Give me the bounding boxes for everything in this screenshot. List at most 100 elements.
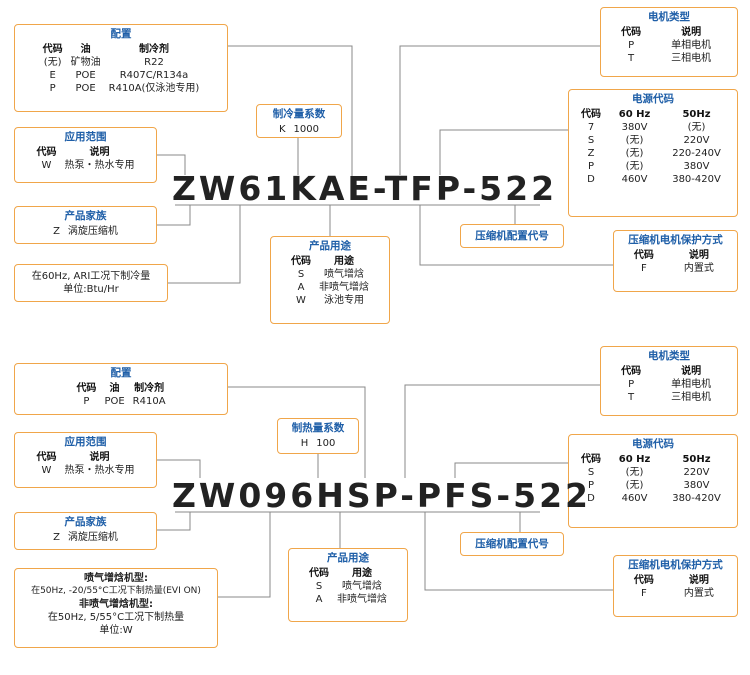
capacity-note-box: 在60Hz, ARI工况下制冷量 单位:Btu/Hr: [14, 264, 168, 302]
model-seg-family: ZW: [172, 476, 239, 515]
line-motor-type: [399, 45, 600, 175]
motor-type-title-2: 电机类型: [648, 350, 690, 362]
heat-note-evi-cond: 在50Hz, -20/55°C工况下制热量(EVI ON): [31, 586, 201, 596]
heat-note-box: 喷气增焓机型: 在50Hz, -20/55°C工况下制热量(EVI ON) 非喷…: [14, 568, 218, 648]
protect-title: 压缩机电机保护方式: [628, 234, 723, 246]
comp-conf-box: 压缩机配置代号: [460, 224, 564, 248]
model-code: ZW61KAE-TFP-522: [172, 172, 557, 205]
line-config-2: [228, 386, 366, 478]
heat-note-nonevi-title: 非喷气增焓机型:: [79, 599, 153, 610]
heat-note-evi-title: 喷气增焓机型:: [84, 573, 148, 584]
usage-title-2: 产品用途: [327, 552, 369, 564]
heat-note-nonevi-cond: 在50Hz, 5/55°C工况下制热量: [47, 612, 185, 623]
usage-title: 产品用途: [309, 240, 351, 252]
family-title-2: 产品家族: [64, 516, 107, 528]
capacity-note-line1: 在60Hz, ARI工况下制冷量: [31, 271, 151, 282]
model-seg-tfp: TFP: [384, 169, 463, 208]
family-title: 产品家族: [64, 210, 107, 222]
model-seg-config: 522: [479, 169, 558, 208]
model-seg-kae: KAE: [290, 169, 373, 208]
power-code-title-2: 电源代码: [632, 438, 674, 450]
table-row: S(无)220V: [587, 135, 710, 146]
power-code-title: 电源代码: [632, 93, 674, 105]
line-protect-2: [424, 512, 613, 591]
line-family: [157, 205, 191, 226]
line-power: [439, 129, 568, 175]
comp-conf-title-2: 压缩机配置代号: [475, 538, 549, 550]
config-title-2: 配置: [110, 367, 132, 379]
model-seg-pfs: PFS: [416, 476, 497, 515]
line-motor-type-2: [404, 384, 600, 478]
app-range-title: 应用范围: [64, 131, 107, 143]
line-app: [157, 154, 186, 175]
heat-coef-title: 制热量系数: [291, 422, 345, 434]
cap-coef-title: 制冷量系数: [272, 108, 326, 120]
line-capacity: [168, 205, 241, 284]
capacity-note-line2: 单位:Btu/Hr: [63, 284, 119, 295]
table-row: P(无)380V: [588, 161, 710, 172]
model-seg-dash: -: [462, 169, 480, 208]
line-heat-note: [218, 512, 271, 598]
comp-conf-title: 压缩机配置代号: [475, 230, 549, 242]
model-code-2: ZW096HSP-PFS-522: [172, 479, 591, 512]
line-power-2: [454, 462, 568, 478]
table-row: Z(无)220-240V: [587, 148, 721, 159]
model-seg-family: ZW: [172, 169, 239, 208]
config-title: 配置: [110, 28, 132, 40]
line-config: [228, 45, 353, 196]
line-app-2: [157, 459, 201, 478]
table-row: P(无)380V: [588, 480, 710, 491]
protect-title-2: 压缩机电机保护方式: [628, 559, 723, 571]
app-range-title-2: 应用范围: [64, 436, 107, 448]
model-seg-capacity: 61: [238, 169, 291, 208]
